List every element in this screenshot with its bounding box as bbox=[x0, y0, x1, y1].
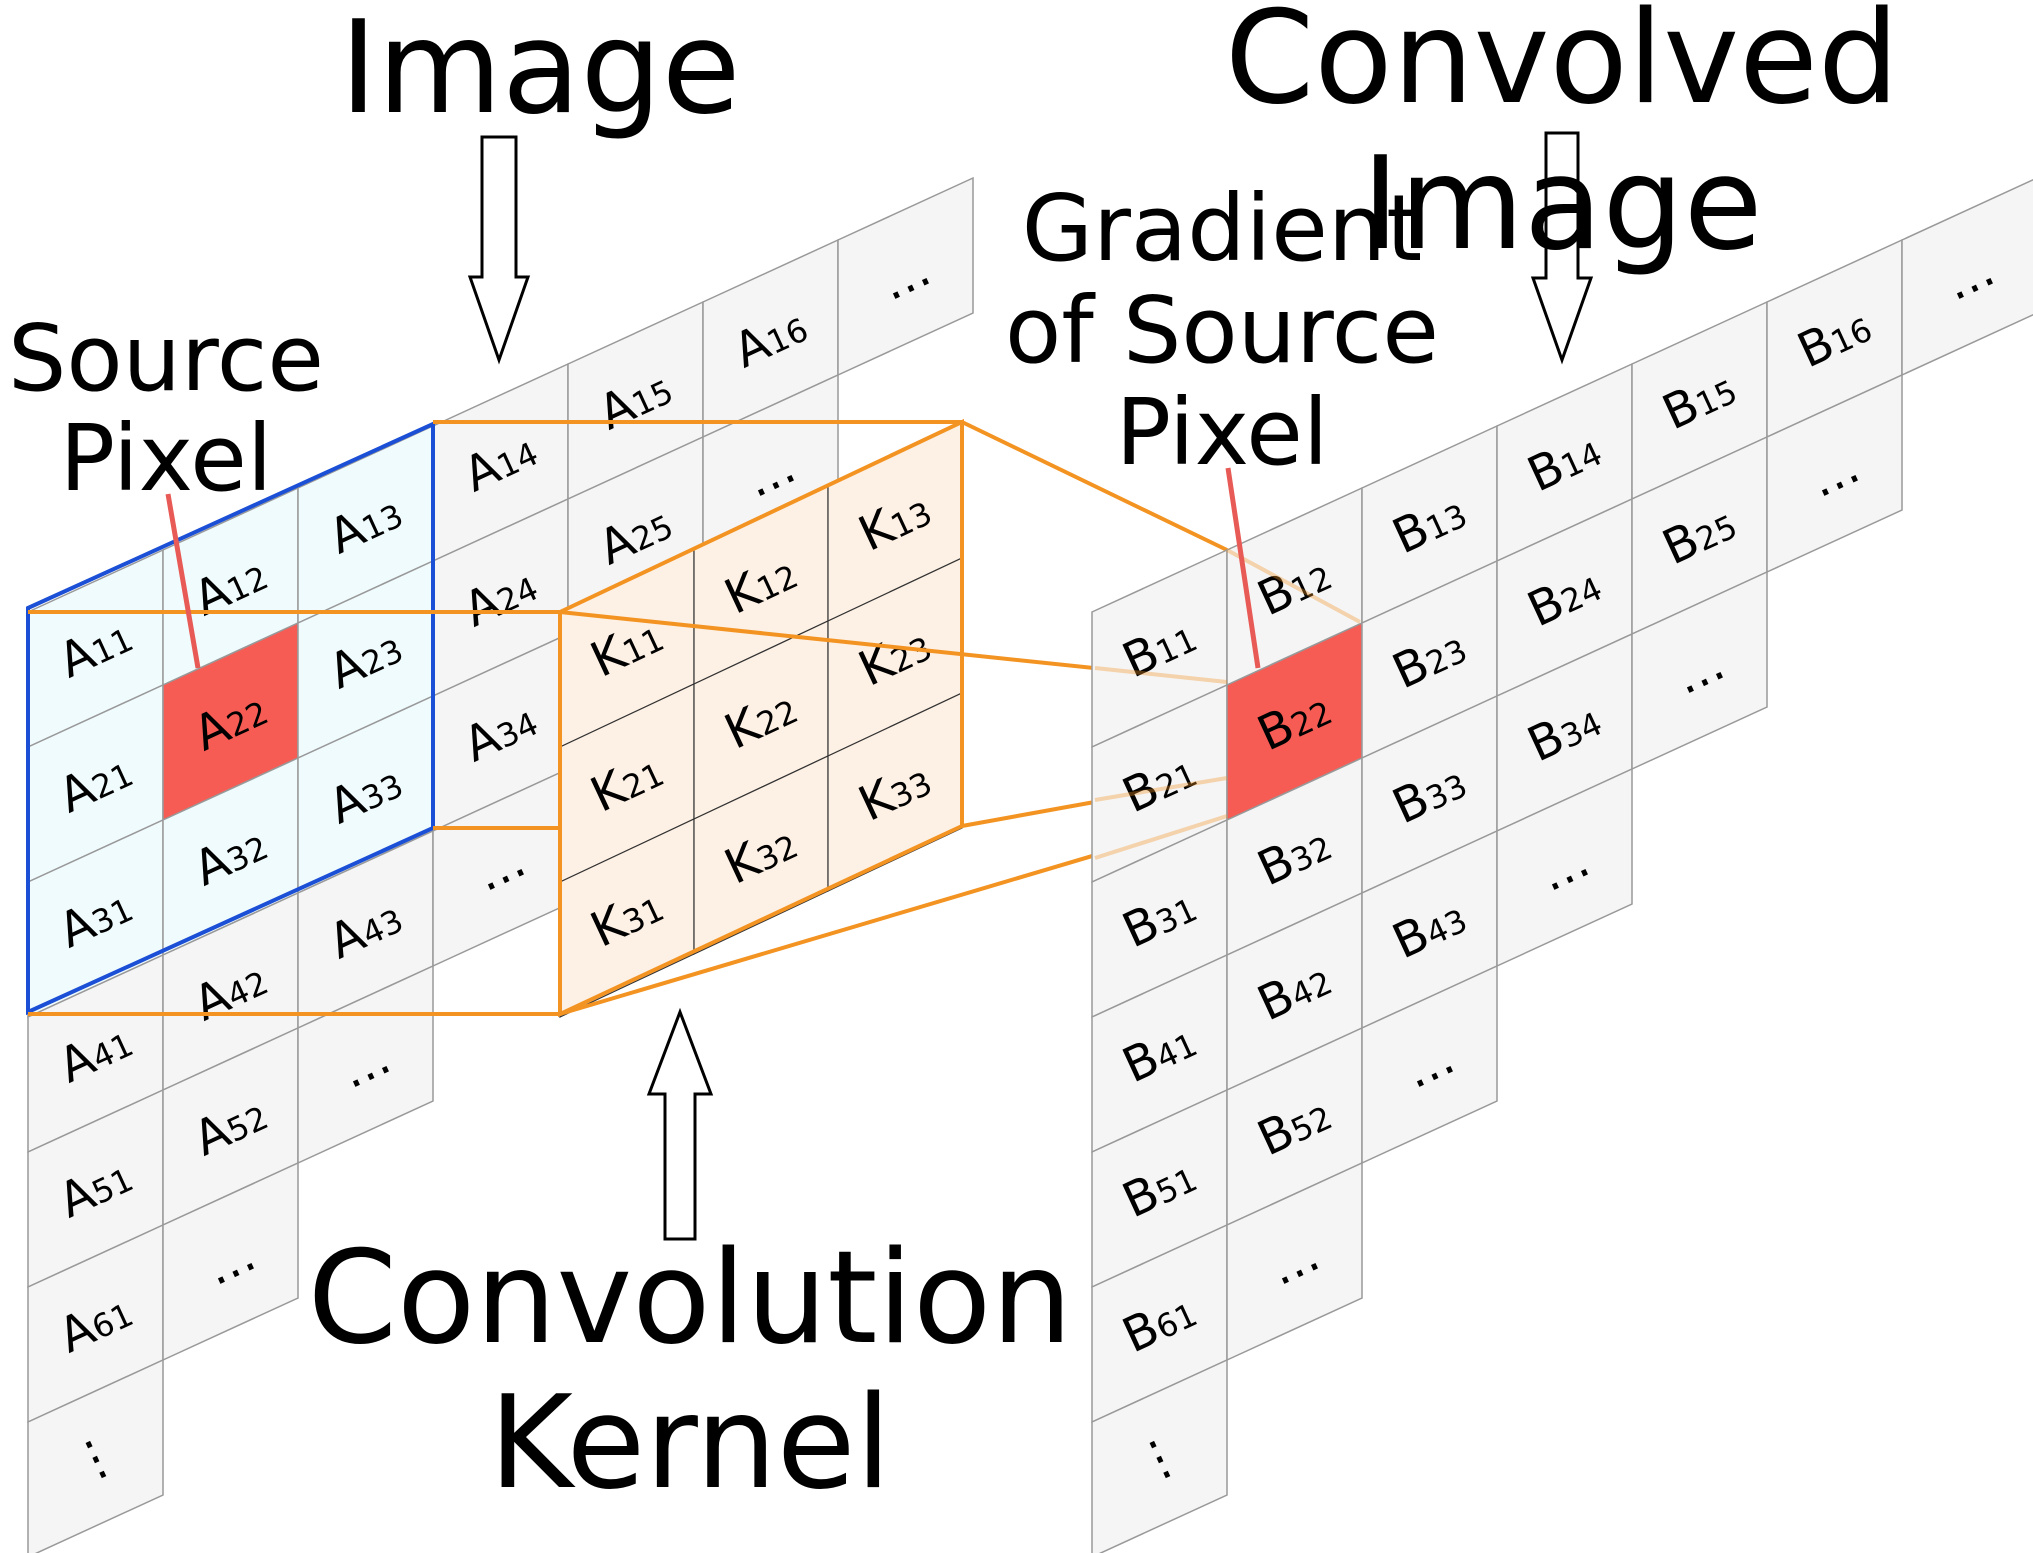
kernel-projection-lines bbox=[28, 420, 962, 1016]
image-cell-ellipsis-r7: ⋮ bbox=[27, 1358, 164, 1553]
kernel-caption-line2: Kernel bbox=[489, 1369, 891, 1518]
output-cell-b21: B21 bbox=[1091, 683, 1228, 884]
output-cell-ellipsis-r2: … bbox=[1766, 373, 1903, 574]
gradient-caption-line1: Gradient bbox=[1022, 175, 1422, 282]
output-cell-b12: B12 bbox=[1226, 486, 1363, 687]
svg-text:A15: A15 bbox=[590, 360, 680, 442]
output-cell-b11: B11 bbox=[1091, 548, 1228, 749]
output-cell-ellipsis-r4: … bbox=[1496, 767, 1633, 968]
image-cell-a14: A14 bbox=[432, 362, 569, 563]
projection-lines-faded bbox=[1094, 548, 1361, 860]
output-cell-b23: B23 bbox=[1361, 559, 1498, 760]
kernel-up-arrow bbox=[646, 1007, 714, 1241]
image-cell-ellipsis-r6: … bbox=[162, 1161, 299, 1362]
convolved-caption-line1: Convolved bbox=[1225, 0, 1899, 133]
output-cell-b25: B25 bbox=[1631, 435, 1768, 636]
output-cell-b16: B16 bbox=[1766, 238, 1903, 439]
output-cell-b22: B22 bbox=[1226, 621, 1363, 822]
image-cell-ellipsis-r1: … bbox=[837, 176, 974, 377]
image-cell-a61: A61 bbox=[27, 1223, 164, 1424]
output-cell-b43: B43 bbox=[1361, 829, 1498, 1030]
output-cell-b33: B33 bbox=[1361, 694, 1498, 895]
kernel-cell-k21: K21 bbox=[559, 683, 695, 883]
gradient-caption-line3: Pixel bbox=[1116, 379, 1329, 486]
image-caption: Image bbox=[340, 0, 741, 143]
pointer-lines bbox=[165, 467, 1261, 669]
image-cell-a11: A11 bbox=[27, 548, 164, 749]
image-cell-a12: A12 bbox=[162, 486, 299, 687]
image-cell-a41: A41 bbox=[27, 953, 164, 1154]
source-pixel-caption-line1: Source bbox=[8, 305, 324, 412]
image-cell-a22: A22 bbox=[162, 621, 299, 822]
image-cell-a43: A43 bbox=[297, 829, 434, 1030]
convolved-caption-line2: Image bbox=[1362, 130, 1763, 279]
kernel-caption-line1: Convolution bbox=[308, 1224, 1073, 1373]
output-cell-ellipsis-r1: … bbox=[1901, 179, 2033, 377]
output-cell-b15: B15 bbox=[1631, 300, 1768, 501]
image-cell-a51: A51 bbox=[27, 1088, 164, 1289]
output-cell-b32: B32 bbox=[1226, 756, 1363, 957]
gradient-caption-line2: of Source bbox=[1005, 277, 1439, 384]
output-cell-ellipsis-r6: … bbox=[1226, 1161, 1363, 1362]
output-cell-b41: B41 bbox=[1091, 953, 1228, 1154]
kernel-cell-k11: K11 bbox=[559, 548, 695, 748]
image-cell-a13: A13 bbox=[297, 424, 434, 625]
kernel-cell-k12: K12 bbox=[693, 485, 829, 685]
output-cell-ellipsis-r3: … bbox=[1631, 570, 1768, 771]
output-cell-b14: B14 bbox=[1496, 362, 1633, 563]
image-cell-a42: A42 bbox=[162, 891, 299, 1092]
image-cell-a15: A15 bbox=[567, 300, 704, 501]
image-cell-ellipsis-r4: … bbox=[432, 767, 569, 968]
output-cell-b61: B61 bbox=[1091, 1223, 1228, 1424]
image-cell-a24: A24 bbox=[432, 497, 569, 698]
convolved-image-grid: B11B12B13B14B15B16…B21B22B23B24B25…B31B3… bbox=[1091, 179, 2033, 1553]
kernel-cell-k22: K22 bbox=[693, 620, 829, 820]
image-cell-a34: A34 bbox=[432, 632, 569, 833]
output-cell-ellipsis-r7: ⋮ bbox=[1091, 1358, 1228, 1553]
output-cell-b52: B52 bbox=[1226, 1026, 1363, 1227]
output-cell-b51: B51 bbox=[1091, 1088, 1228, 1289]
source-pixel-caption-line2: Pixel bbox=[60, 405, 273, 512]
output-cell-ellipsis-r5: … bbox=[1361, 964, 1498, 1165]
convolved-down-arrow bbox=[1530, 131, 1594, 365]
image-cell-a52: A52 bbox=[162, 1026, 299, 1227]
output-cell-b31: B31 bbox=[1091, 818, 1228, 1019]
output-cell-b13: B13 bbox=[1361, 424, 1498, 625]
image-cell-a16: A16 bbox=[702, 238, 839, 439]
image-down-arrow bbox=[467, 135, 531, 365]
output-cell-b42: B42 bbox=[1226, 891, 1363, 1092]
